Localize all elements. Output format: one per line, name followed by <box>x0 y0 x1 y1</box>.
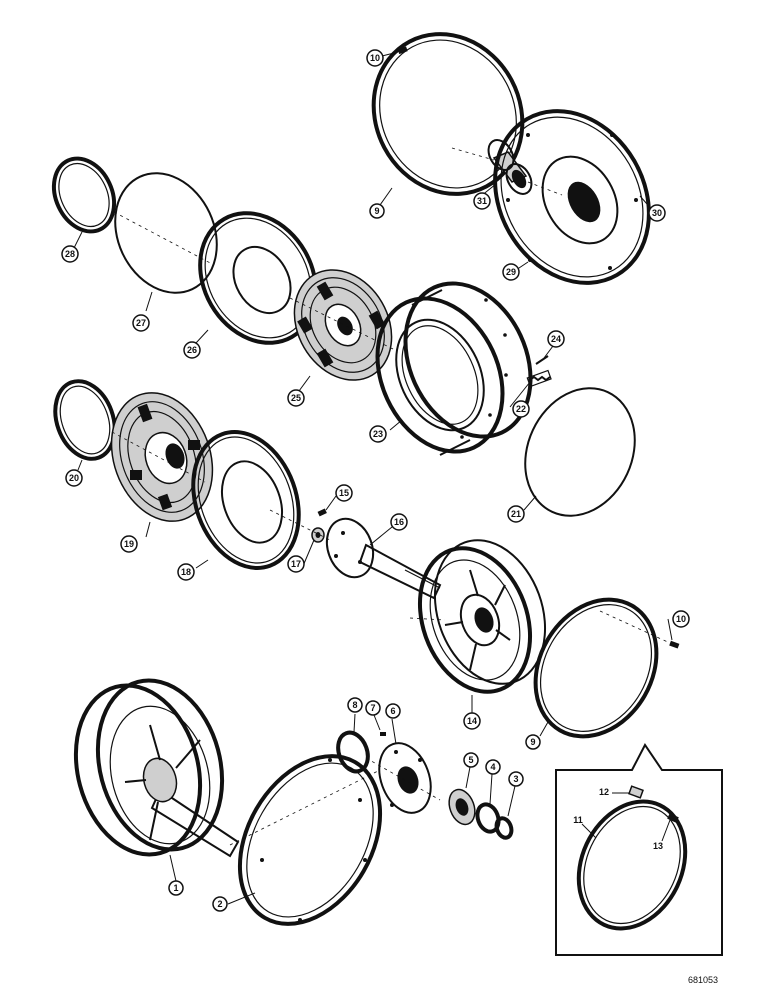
part-23-clutch-drum <box>375 281 533 456</box>
svg-text:29: 29 <box>506 267 516 277</box>
svg-text:28: 28 <box>65 249 75 259</box>
svg-text:16: 16 <box>394 517 404 527</box>
callout-31: 31 <box>473 192 491 210</box>
part-14-hub-drum <box>417 539 547 694</box>
svg-text:8: 8 <box>352 700 357 710</box>
part-7-key <box>380 732 386 736</box>
callout-19: 19 <box>120 535 138 553</box>
part-26-pressure-plate <box>198 211 318 345</box>
part-31-bushing <box>487 139 533 195</box>
part-25-clutch-disc <box>293 269 393 381</box>
figure-reference-number: 681053 <box>688 975 718 985</box>
callout-9-lower: 9 <box>525 734 541 750</box>
callout-21: 21 <box>507 505 525 523</box>
svg-text:14: 14 <box>467 716 477 726</box>
callout-2: 2 <box>212 896 228 912</box>
part-17-bushing <box>311 527 325 543</box>
callout-29: 29 <box>502 263 520 281</box>
part-5-bearing <box>448 788 476 826</box>
callout-24: 24 <box>547 330 565 348</box>
callout-14: 14 <box>463 712 481 730</box>
part-10-lower-pin <box>669 640 680 649</box>
callout-leaders <box>73 51 673 905</box>
callout-28: 28 <box>61 245 79 263</box>
callout-18: 18 <box>177 563 195 581</box>
callout-1: 1 <box>168 880 184 896</box>
part-9-lower-snap-ring <box>533 597 659 739</box>
callout-27: 27 <box>132 314 150 332</box>
callout-30: 30 <box>648 204 666 222</box>
svg-text:7: 7 <box>370 703 375 713</box>
svg-text:1: 1 <box>173 883 178 893</box>
part-6-flange <box>378 742 432 814</box>
part-27-large-ring <box>114 172 218 294</box>
callout-9-top: 9 <box>369 203 385 219</box>
part-29-cover-plate <box>493 109 651 285</box>
part-20-ring <box>53 379 117 461</box>
callout-10-lower: 10 <box>672 610 690 628</box>
part-24-pin <box>535 355 549 365</box>
svg-text:19: 19 <box>124 539 134 549</box>
callout-3: 3 <box>508 771 524 787</box>
inset-detail-box <box>555 743 723 956</box>
svg-text:3: 3 <box>513 774 518 784</box>
callout-25: 25 <box>287 389 305 407</box>
svg-text:13: 13 <box>653 841 663 851</box>
svg-text:26: 26 <box>187 345 197 355</box>
svg-text:10: 10 <box>676 614 686 624</box>
svg-text:17: 17 <box>291 559 301 569</box>
svg-text:30: 30 <box>652 208 662 218</box>
callout-23: 23 <box>369 425 387 443</box>
callout-12: 12 <box>599 787 609 797</box>
part-9-top-snap-ring <box>371 32 525 196</box>
part-22-spring <box>526 369 552 388</box>
part-21-ring <box>524 387 636 517</box>
part-19-clutch-disc <box>110 392 214 522</box>
callout-4: 4 <box>485 759 501 775</box>
svg-text:15: 15 <box>339 488 349 498</box>
callout-10-top: 10 <box>366 49 384 67</box>
callout-17: 17 <box>287 555 305 573</box>
part-28-small-ring <box>51 156 117 234</box>
svg-text:24: 24 <box>551 334 561 344</box>
svg-text:4: 4 <box>490 762 495 772</box>
callout-13: 13 <box>653 841 663 851</box>
svg-text:27: 27 <box>136 318 146 328</box>
assembly-axis-lines <box>111 147 673 846</box>
part-18-pressure-plate <box>191 430 301 570</box>
svg-text:18: 18 <box>181 567 191 577</box>
svg-text:20: 20 <box>69 473 79 483</box>
svg-text:5: 5 <box>468 755 473 765</box>
part-4-seal <box>475 802 501 834</box>
svg-text:11: 11 <box>573 815 583 825</box>
callout-11: 11 <box>573 815 583 825</box>
callout-5: 5 <box>463 752 479 768</box>
svg-text:9: 9 <box>374 206 379 216</box>
callout-16: 16 <box>390 513 408 531</box>
svg-text:9: 9 <box>530 737 535 747</box>
svg-text:2: 2 <box>217 899 222 909</box>
svg-text:21: 21 <box>511 509 521 519</box>
svg-text:6: 6 <box>390 706 395 716</box>
part-3-ring <box>494 816 514 840</box>
part-1-drum-shaft <box>73 678 240 858</box>
svg-text:10: 10 <box>370 53 380 63</box>
callout-22: 22 <box>512 400 530 418</box>
callout-6: 6 <box>385 703 401 719</box>
svg-text:31: 31 <box>477 196 487 206</box>
part-10-top-pin <box>397 46 408 55</box>
svg-text:22: 22 <box>516 404 526 414</box>
part-2-gasket <box>237 754 383 926</box>
callout-26: 26 <box>183 341 201 359</box>
svg-text:25: 25 <box>291 393 301 403</box>
svg-text:23: 23 <box>373 429 383 439</box>
callout-15: 15 <box>335 484 353 502</box>
callout-20: 20 <box>65 469 83 487</box>
svg-text:12: 12 <box>599 787 609 797</box>
callout-7: 7 <box>365 700 381 716</box>
callout-8: 8 <box>347 697 363 713</box>
part-15-pin <box>317 508 327 517</box>
